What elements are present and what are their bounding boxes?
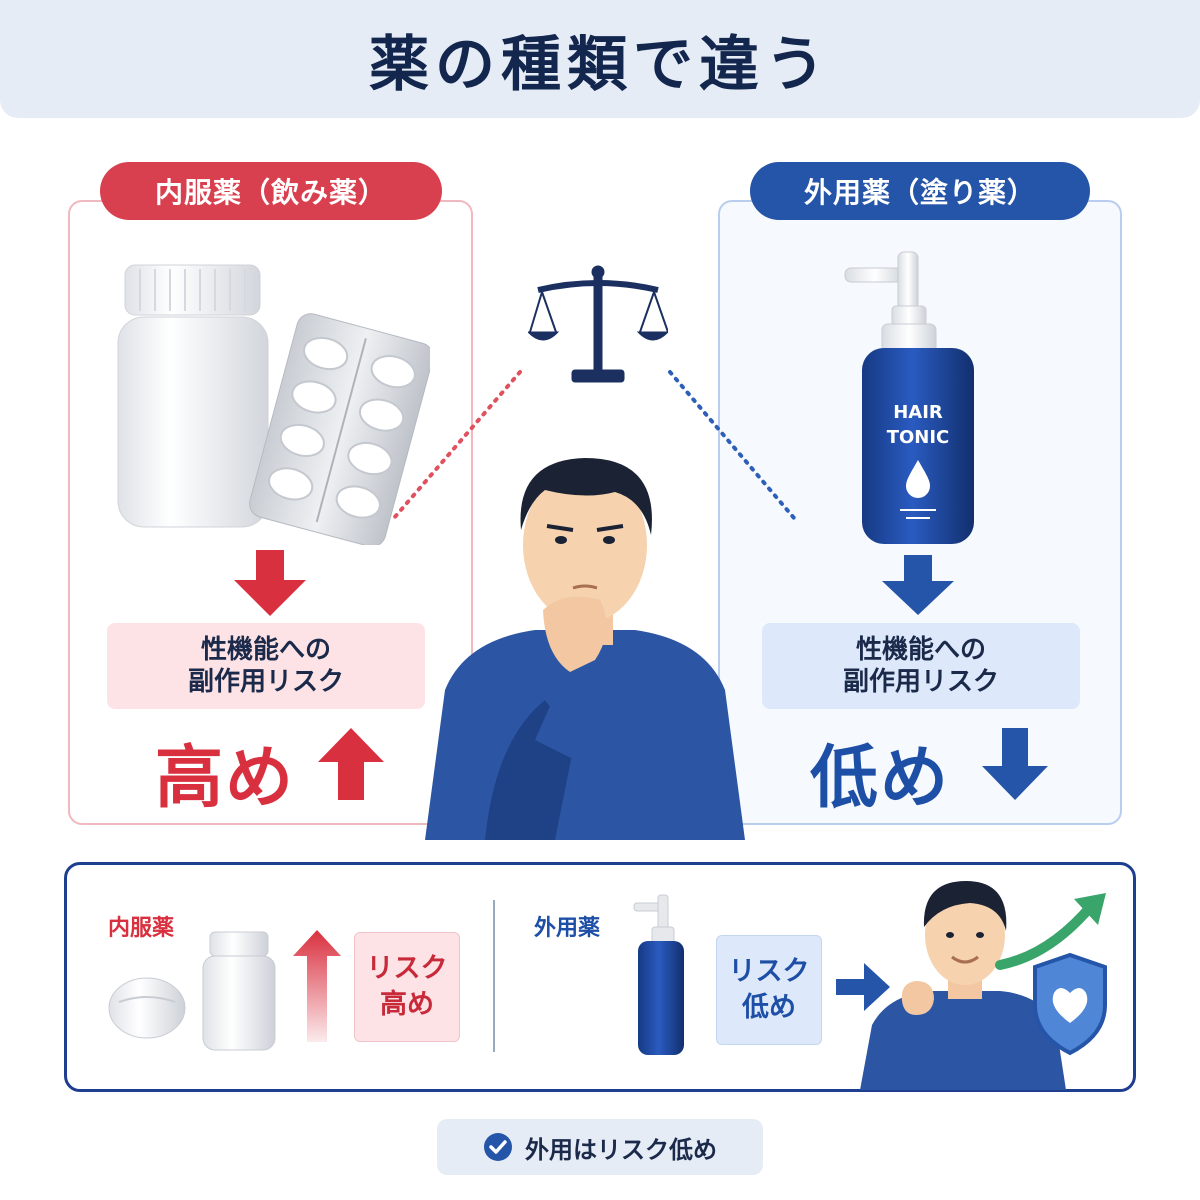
risk-line-1: 性機能への [200, 634, 331, 665]
summary-topical-risk: リスク 低め [716, 935, 822, 1045]
arrow-up-icon [293, 930, 341, 1042]
topical-risk-level: 低め [810, 739, 951, 818]
risk-line-2: 副作用リスク [187, 667, 344, 697]
page-title: 薬の種類で違う [369, 29, 831, 100]
arrow-down-icon [234, 550, 306, 616]
summary-risk-line-2: 低め [742, 992, 796, 1023]
tablet-and-bottle-icon [108, 931, 276, 1051]
check-circle-icon [484, 1133, 512, 1161]
summary-divider [493, 900, 495, 1052]
oral-medicine-label: 内服薬（飲み薬） [100, 162, 442, 220]
summary-oral-risk: リスク 高め [354, 932, 460, 1042]
balance-scale-icon [528, 265, 668, 383]
summary-topical-label: 外用薬 [534, 916, 601, 941]
hair-tonic-bottle-icon: HAIR TONIC [844, 251, 974, 544]
dotted-connector-lines [392, 370, 796, 520]
summary-oral-label: 内服薬 [108, 916, 175, 941]
conclusion-text: 外用はリスク低め [525, 1135, 717, 1164]
topical-risk-box: 性機能への 副作用リスク [762, 623, 1080, 709]
risk-line-1: 性機能への [855, 634, 986, 665]
conclusion-badge: 外用はリスク低め [437, 1119, 763, 1175]
title-bar: 薬の種類で違う [0, 0, 1200, 118]
spray-bottle-icon [633, 894, 684, 1055]
bottle-label-line-1: HAIR [893, 402, 943, 423]
summary-risk-line-1: リスク [366, 952, 448, 984]
summary-risk-line-2: 高め [380, 989, 434, 1020]
risk-line-2: 副作用リスク [842, 667, 999, 697]
arrow-down-icon [982, 728, 1048, 800]
arrow-right-icon [836, 963, 890, 1011]
topical-medicine-label: 外用薬（塗り薬） [750, 162, 1090, 220]
pill-bottle-and-blister-icon [117, 264, 430, 545]
oral-risk-box: 性機能への 副作用リスク [107, 623, 425, 709]
thinking-man-illustration [425, 458, 745, 840]
arrow-up-icon [318, 728, 384, 800]
arrow-down-icon [882, 555, 954, 615]
oral-risk-level: 高め [155, 739, 296, 818]
confident-man-illustration [860, 881, 1107, 1090]
summary-risk-line-1: リスク [728, 955, 810, 987]
bottle-label-line-2: TONIC [887, 427, 950, 448]
